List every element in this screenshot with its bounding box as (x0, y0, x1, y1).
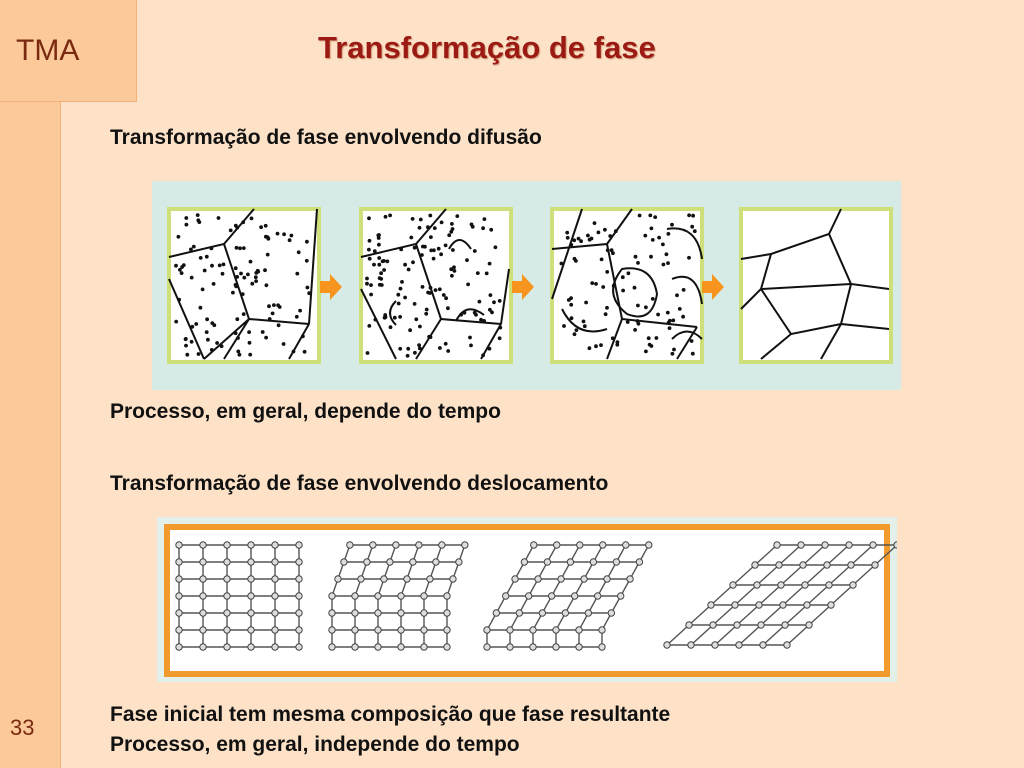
diffusion-diagram (167, 207, 893, 364)
arrow-right-icon (702, 274, 724, 300)
note-displacive-composition: Fase inicial tem mesma composição que fa… (110, 703, 671, 726)
sidebar (0, 0, 60, 768)
slide-title: Transformação de fase (318, 30, 656, 65)
diffusion-figure (152, 181, 901, 390)
grain-panel (359, 207, 513, 364)
logo-text: TMA (16, 34, 80, 67)
grain-panel (550, 207, 704, 364)
grain-panel (167, 207, 321, 364)
arrow-right-icon (512, 274, 534, 300)
sidebar-divider (60, 102, 61, 768)
note-diffusion: Processo, em geral, depende do tempo (110, 400, 501, 423)
logo-box (0, 0, 137, 102)
arrow-right-icon (320, 274, 342, 300)
note-displacive-time: Processo, em geral, independe do tempo (110, 733, 520, 756)
atom-lattice (483, 541, 653, 651)
atom-lattice (175, 541, 303, 651)
page-number: 33 (10, 715, 35, 740)
grain-panel (739, 207, 893, 364)
displacive-diagram (164, 524, 897, 677)
atom-lattice (328, 541, 469, 651)
atom-lattice (663, 541, 897, 649)
heading-diffusion: Transformação de fase envolvendo difusão (110, 126, 542, 149)
displacive-figure (157, 517, 897, 682)
heading-displacive: Transformação de fase envolvendo desloca… (110, 472, 609, 495)
